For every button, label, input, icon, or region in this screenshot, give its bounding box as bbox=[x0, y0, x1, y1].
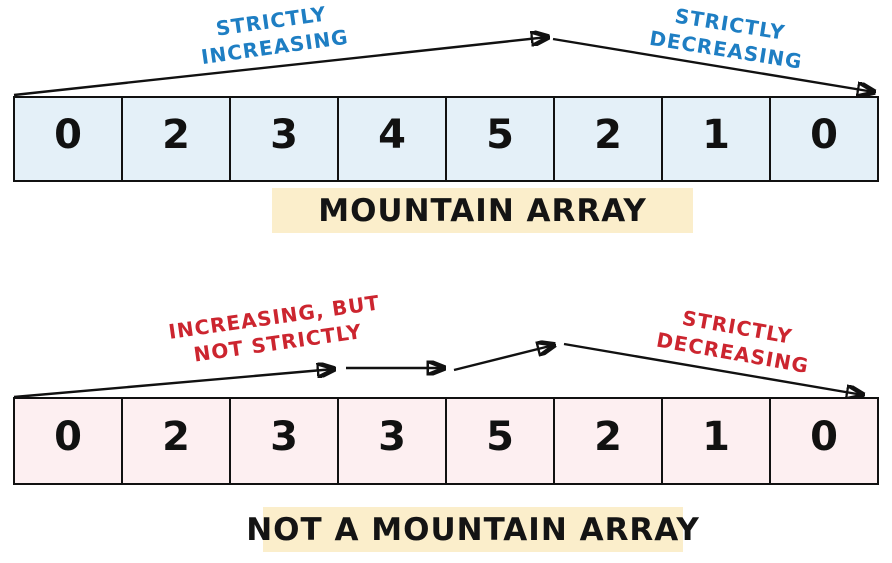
array-cell: 2 bbox=[123, 399, 231, 483]
array-cell: 0 bbox=[15, 399, 123, 483]
array-cell: 1 bbox=[663, 98, 771, 180]
array-cell: 0 bbox=[810, 112, 838, 158]
not-mountain-array-caption: NOT A MOUNTAIN ARRAY bbox=[246, 507, 699, 552]
increasing-not-strictly-label: INCREASING, BUT NOT STRICTLY bbox=[165, 289, 386, 371]
array-cell: 5 bbox=[447, 98, 555, 180]
mountain-array-caption: MOUNTAIN ARRAY bbox=[272, 188, 693, 233]
array-cell: 2 bbox=[123, 98, 231, 180]
array-cell: 0 bbox=[810, 414, 838, 460]
array-cell: 2 bbox=[555, 98, 663, 180]
not-mountain-peak-arrow bbox=[453, 345, 554, 372]
array-cell: 3 bbox=[339, 399, 447, 483]
array-cell: 2 bbox=[555, 399, 663, 483]
array-cell: 5 bbox=[447, 399, 555, 483]
array-cell: 3 bbox=[231, 98, 339, 180]
not-mountain-increasing-arrow bbox=[13, 369, 334, 399]
array-cell: 4 bbox=[339, 98, 447, 180]
strictly-decreasing-label: STRICTLY DECREASING bbox=[635, 0, 821, 77]
array-cell: 0 bbox=[15, 98, 123, 180]
not-mountain-array: 0 2 3 3 5 2 1 0 bbox=[13, 397, 879, 485]
mountain-array: 0 2 3 4 5 2 1 0 bbox=[13, 96, 879, 182]
array-cell: 1 bbox=[663, 399, 771, 483]
array-cell: 3 bbox=[231, 399, 339, 483]
strictly-decreasing-label-2: STRICTLY DECREASING bbox=[642, 299, 828, 381]
strictly-increasing-label: STRICTLY INCREASING bbox=[180, 0, 365, 72]
